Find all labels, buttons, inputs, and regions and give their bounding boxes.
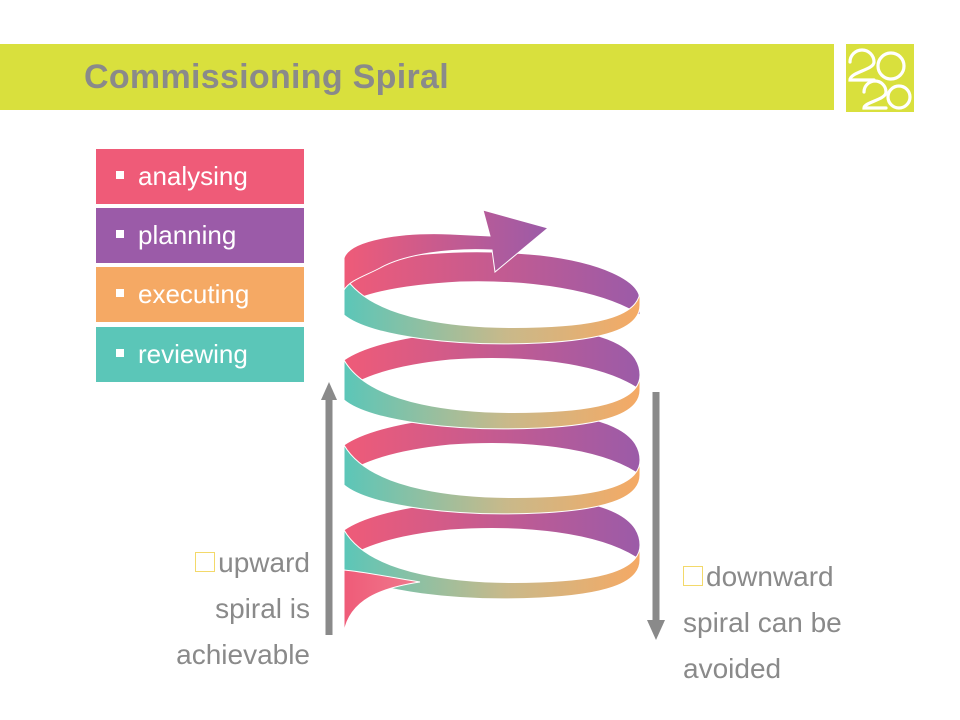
spiral-back-bands xyxy=(343,251,641,561)
caption-line: spiral is xyxy=(215,593,310,624)
caption-line: downward xyxy=(706,561,834,592)
checkbox-bullet-icon xyxy=(195,551,216,572)
caption-line: spiral can be xyxy=(683,607,842,638)
caption-line: upward xyxy=(218,547,310,578)
bullet-icon xyxy=(116,349,124,358)
bullet-icon xyxy=(116,230,124,239)
bullet-icon xyxy=(116,289,124,298)
up-arrow-icon xyxy=(321,382,337,635)
upward-spiral-caption: upward spiral is achievable xyxy=(110,540,310,678)
legend-item-executing: executing xyxy=(96,267,304,322)
legend-label: reviewing xyxy=(138,339,248,369)
caption-line: avoided xyxy=(683,653,782,684)
legend-item-reviewing: reviewing xyxy=(96,327,304,382)
downward-spiral-caption: downward spiral can be avoided xyxy=(683,554,903,692)
caption-line: achievable xyxy=(176,639,310,670)
spiral-top-arrow xyxy=(343,209,550,292)
spiral-bottom-tail xyxy=(343,569,421,633)
checkbox-bullet-icon xyxy=(683,565,703,586)
title-bar xyxy=(0,44,834,110)
legend-label: planning xyxy=(138,220,237,250)
2020-logo-icon xyxy=(846,44,914,112)
legend-item-planning: planning xyxy=(96,208,304,263)
down-arrow-icon xyxy=(647,392,665,640)
legend-label: analysing xyxy=(138,161,248,191)
bullet-icon xyxy=(116,171,124,180)
legend-label: executing xyxy=(138,279,250,309)
slide-title: Commissioning Spiral xyxy=(84,58,449,96)
legend-item-analysing: analysing xyxy=(96,149,304,204)
